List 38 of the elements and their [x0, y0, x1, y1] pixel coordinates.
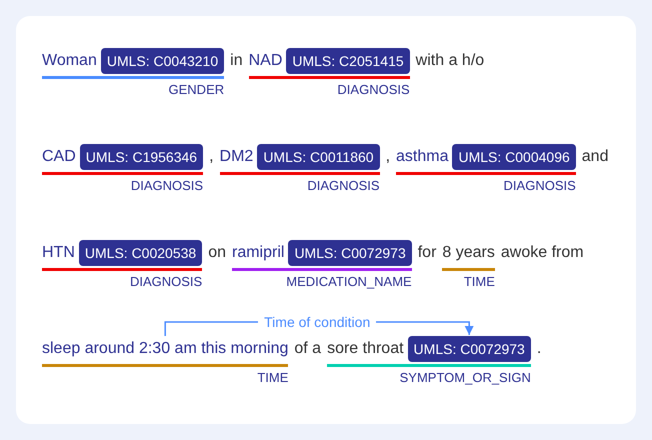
sentence-text: in	[230, 51, 243, 71]
concept-code-badge: UMLS: C0011860	[257, 144, 380, 170]
entity-text: HTN	[42, 243, 75, 263]
sentence-text: with a h/o	[416, 51, 484, 71]
sentence-text: of a	[294, 339, 322, 359]
concept-code-badge: UMLS: C2051415	[286, 48, 410, 74]
concept-code-badge: UMLS: C0004096	[452, 144, 576, 170]
sentence-text: and	[582, 147, 608, 167]
entity-text: CAD	[42, 147, 76, 167]
entity-text: NAD	[248, 51, 282, 71]
concept-code-badge: UMLS: C1956346	[80, 144, 204, 170]
entity-type-label: TIME	[462, 274, 495, 289]
concept-code-badge: UMLS: C0020538	[78, 240, 202, 266]
entity-text: asthma	[396, 147, 448, 167]
entity-text: Woman	[42, 51, 97, 71]
entity-type-label: DIAGNOSIS	[502, 178, 576, 193]
sentence-text: ,	[209, 147, 214, 167]
concept-code-badge: UMLS: C0072973	[408, 336, 531, 362]
entity-type-label: DIAGNOSIS	[306, 178, 380, 193]
entity-type-label: DIAGNOSIS	[130, 178, 204, 193]
entity-text: ramipril	[232, 243, 284, 263]
concept-code-badge: UMLS: C0043210	[100, 48, 224, 74]
entity-type-label: GENDER	[168, 82, 224, 97]
concept-code-badge: UMLS: C0072973	[288, 240, 412, 266]
sentence-text: .	[536, 339, 542, 359]
entity-type-label: SYMPTOM_OR_SIGN	[398, 370, 531, 385]
entity-text: DM2	[220, 147, 254, 167]
entity-text: 8 years	[442, 243, 495, 263]
entity-text: sore throat	[327, 339, 404, 359]
entity-type-label: DIAGNOSIS	[336, 82, 410, 97]
entity-type-label: TIME	[256, 370, 288, 385]
sentence-text: ,	[386, 147, 390, 167]
entity-type-label: MEDICATION_NAME	[285, 274, 412, 289]
sentence-text: awoke from	[500, 243, 584, 263]
sentence-text: on	[208, 243, 226, 263]
entity-type-label: DIAGNOSIS	[128, 274, 202, 289]
entity-text: sleep around 2:30 am this morning	[42, 339, 288, 359]
sentence-text: for	[418, 243, 436, 263]
